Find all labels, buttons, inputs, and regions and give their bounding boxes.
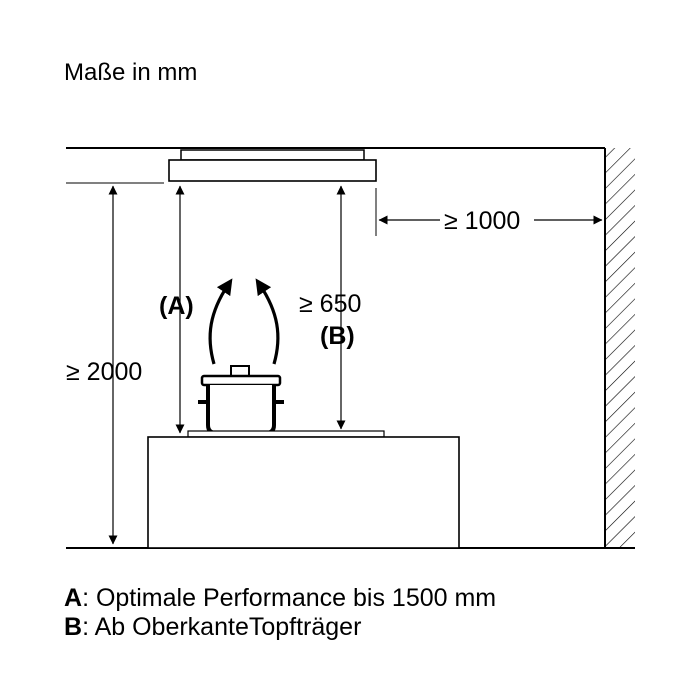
legend-text-b: Ab OberkanteTopfträger (89, 613, 361, 641)
legend-key-b: B (64, 613, 82, 641)
dim-label-1000: ≥ 1000 (444, 207, 520, 235)
kitchen-counter (147, 436, 460, 549)
steam-arrow-left (208, 278, 233, 365)
legend-text-a: Optimale Performance bis 1500 mm (89, 584, 496, 612)
legend-item-b: B: Ab OberkanteTopfträger (64, 613, 361, 641)
diagram-title: Maße in mm (64, 59, 197, 86)
ceiling-hood (168, 149, 377, 182)
cooktop (187, 430, 385, 438)
legend-sep-b: : (82, 613, 89, 641)
legend-key-a: A (64, 584, 82, 612)
wall-hatched (605, 148, 635, 548)
pot-icon (198, 365, 284, 435)
dim-label-b: (B) (320, 322, 355, 350)
dim-label-b-value: ≥ 650 (299, 290, 361, 318)
dim-label-a: (A) (159, 292, 194, 320)
legend-item-a: A: Optimale Performance bis 1500 mm (64, 584, 496, 612)
steam-arrow-right (255, 278, 280, 365)
dim-label-2000: ≥ 2000 (66, 358, 142, 386)
legend-sep-a: : (82, 584, 89, 612)
